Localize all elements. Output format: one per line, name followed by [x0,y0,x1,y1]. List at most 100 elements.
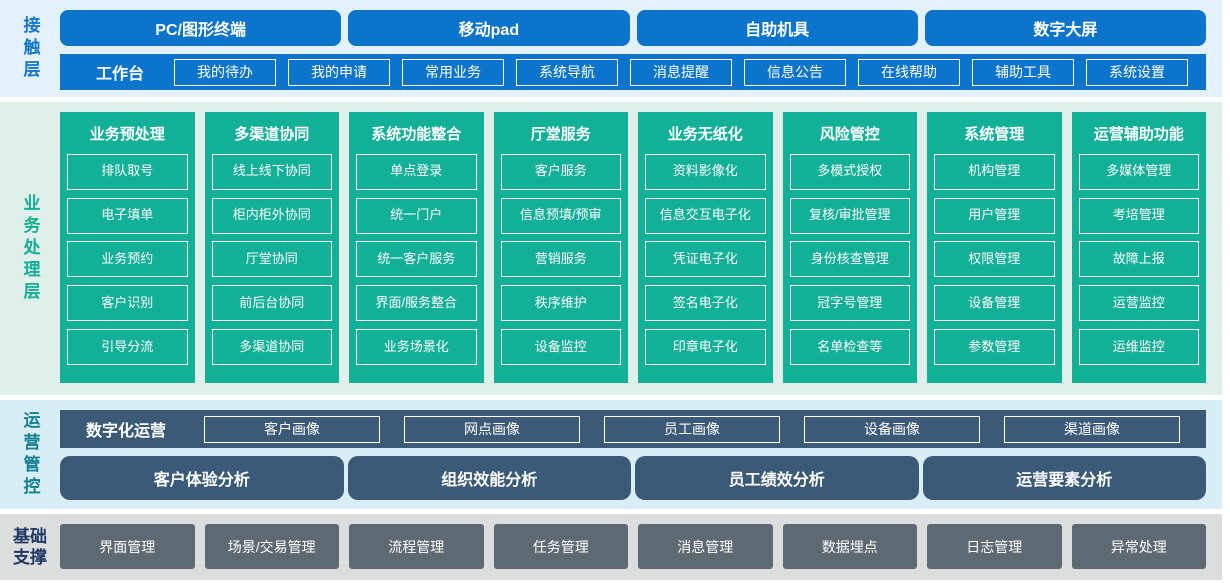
column-item: 印章电子化 [645,329,766,366]
foundation-task-management: 任务管理 [493,524,628,569]
column-item: 柜内柜外协同 [211,197,332,234]
column-operation-auxiliary-functions: 运营辅助功能 多媒体管理 考培管理 故障上报 运营监控 运维监控 [1071,112,1206,383]
column-item: 业务场景化 [356,329,477,366]
digital-operations-bar: 数字化运营 客户画像 网点画像 员工画像 设备画像 渠道画像 [60,410,1206,448]
operations-layer-label: 运营管控 [20,410,40,499]
column-item: 复核/审批管理 [789,197,910,234]
column-title: 风险管控 [819,126,880,143]
analysis-row: 客户体验分析 组织效能分析 员工绩效分析 运营要素分析 [60,456,1206,500]
column-item: 客户识别 [67,285,188,322]
portrait-device: 设备画像 [804,415,980,443]
column-title: 业务无纸化 [667,126,743,143]
column-item: 电子填单 [67,197,188,234]
foundation-scene-transaction-management: 场景/交易管理 [204,524,339,569]
column-item: 机构管理 [934,153,1055,190]
analysis-employee-performance: 员工绩效分析 [635,456,919,500]
column-item: 厅堂协同 [211,241,332,278]
operations-layer-band: 运营管控 数字化运营 客户画像 网点画像 员工画像 设备画像 渠道画像 客户体验… [0,400,1222,509]
column-item: 排队取号 [67,153,188,190]
terminal-self-service: 自助机具 [636,10,918,46]
workbench-bar: 工作台 我的待办 我的申请 常用业务 系统导航 消息提醒 信息公告 在线帮助 辅… [60,54,1206,90]
terminal-mobile-pad: 移动pad [348,10,630,46]
column-item: 设备监控 [500,329,621,366]
column-title: 系统管理 [964,126,1025,143]
column-title: 业务预处理 [89,126,165,143]
column-item: 单点登录 [356,153,477,190]
workbench-item-my-todo: 我的待办 [174,58,276,86]
column-item: 信息交互电子化 [645,197,766,234]
portrait-channel: 渠道画像 [1004,415,1180,443]
column-item: 信息预填/预审 [500,197,621,234]
column-item: 考培管理 [1078,197,1199,234]
business-layer-content: 业务预处理 排队取号 电子填单 业务预约 客户识别 引导分流 多渠道协同 线上线… [60,102,1222,395]
column-item: 多渠道协同 [211,329,332,366]
column-item: 身份核查管理 [789,241,910,278]
column-item: 线上线下协同 [211,153,332,190]
column-system-management: 系统管理 机构管理 用户管理 权限管理 设备管理 参数管理 [927,112,1062,383]
column-item: 统一客户服务 [356,241,477,278]
foundation-exception-handling: 异常处理 [1071,524,1206,569]
column-title: 多渠道协同 [234,126,310,143]
column-item: 参数管理 [934,329,1055,366]
terminal-pc: PC/图形终端 [60,10,342,46]
workbench-item-message-reminder: 消息提醒 [630,58,732,86]
contact-layer-band: 接触层 PC/图形终端 移动pad 自助机具 数字大屏 工作台 我的待办 我的申… [0,0,1222,97]
column-risk-control: 风险管控 多模式授权 复核/审批管理 身份核查管理 冠字号管理 名单检查等 [782,112,917,383]
column-item: 设备管理 [934,285,1055,322]
column-title: 系统功能整合 [371,126,462,143]
column-item: 运营监控 [1078,285,1199,322]
business-layer-label: 业务处理层 [20,193,40,304]
foundation-data-tracking: 数据埋点 [782,524,917,569]
column-item: 权限管理 [934,241,1055,278]
foundation-layer-gutter: 基础支撑 [0,514,60,580]
column-item: 前后台协同 [211,285,332,322]
operations-layer-content: 数字化运营 客户画像 网点画像 员工画像 设备画像 渠道画像 客户体验分析 组织… [60,400,1222,509]
contact-layer-gutter: 接触层 [0,0,60,97]
column-multichannel-collaboration: 多渠道协同 线上线下协同 柜内柜外协同 厅堂协同 前后台协同 多渠道协同 [204,112,339,383]
foundation-layer-band: 基础支撑 界面管理 场景/交易管理 流程管理 任务管理 消息管理 数据埋点 日志… [0,514,1222,580]
column-item: 营销服务 [500,241,621,278]
column-item: 多媒体管理 [1078,153,1199,190]
column-item: 运维监控 [1078,329,1199,366]
column-item: 秩序维护 [500,285,621,322]
foundation-layer-content: 界面管理 场景/交易管理 流程管理 任务管理 消息管理 数据埋点 日志管理 异常… [60,514,1222,580]
analysis-operation-elements: 运营要素分析 [922,456,1206,500]
workbench-item-auxiliary-tools: 辅助工具 [972,58,1074,86]
column-item: 统一门户 [356,197,477,234]
column-item: 冠字号管理 [789,285,910,322]
workbench-item-common-business: 常用业务 [402,58,504,86]
column-item: 名单检查等 [789,329,910,366]
portrait-employee: 员工画像 [604,415,780,443]
contact-layer-content: PC/图形终端 移动pad 自助机具 数字大屏 工作台 我的待办 我的申请 常用… [60,0,1222,97]
analysis-organizational-efficiency: 组织效能分析 [347,456,631,500]
foundation-message-management: 消息管理 [638,524,773,569]
foundation-ui-management: 界面管理 [60,524,195,569]
foundation-row: 界面管理 场景/交易管理 流程管理 任务管理 消息管理 数据埋点 日志管理 异常… [60,514,1206,569]
column-item: 签名电子化 [645,285,766,322]
workbench-item-online-help: 在线帮助 [858,58,960,86]
foundation-log-management: 日志管理 [927,524,1062,569]
digital-operations-label: 数字化运营 [86,423,167,440]
workbench-item-system-navigation: 系统导航 [516,58,618,86]
portrait-branch: 网点画像 [404,415,580,443]
portrait-customer: 客户画像 [204,415,380,443]
analysis-customer-experience: 客户体验分析 [60,456,344,500]
column-item: 多模式授权 [789,153,910,190]
column-paperless-business: 业务无纸化 资料影像化 信息交互电子化 凭证电子化 签名电子化 印章电子化 [638,112,773,383]
column-lobby-services: 厅堂服务 客户服务 信息预填/预审 营销服务 秩序维护 设备监控 [493,112,628,383]
workbench-item-info-announcement: 信息公告 [744,58,846,86]
column-title: 厅堂服务 [530,126,591,143]
column-item: 客户服务 [500,153,621,190]
column-item: 界面/服务整合 [356,285,477,322]
column-item: 凭证电子化 [645,241,766,278]
foundation-layer-label: 基础支撑 [13,526,47,567]
terminal-digital-screen: 数字大屏 [924,10,1206,46]
workbench-label: 工作台 [95,66,144,83]
column-business-preprocessing: 业务预处理 排队取号 电子填单 业务预约 客户识别 引导分流 [60,112,195,383]
workbench-item-my-applications: 我的申请 [288,58,390,86]
contact-layer-label: 接触层 [20,15,40,82]
column-item: 引导分流 [67,329,188,366]
terminal-row: PC/图形终端 移动pad 自助机具 数字大屏 [60,0,1206,46]
operations-layer-gutter: 运营管控 [0,400,60,509]
